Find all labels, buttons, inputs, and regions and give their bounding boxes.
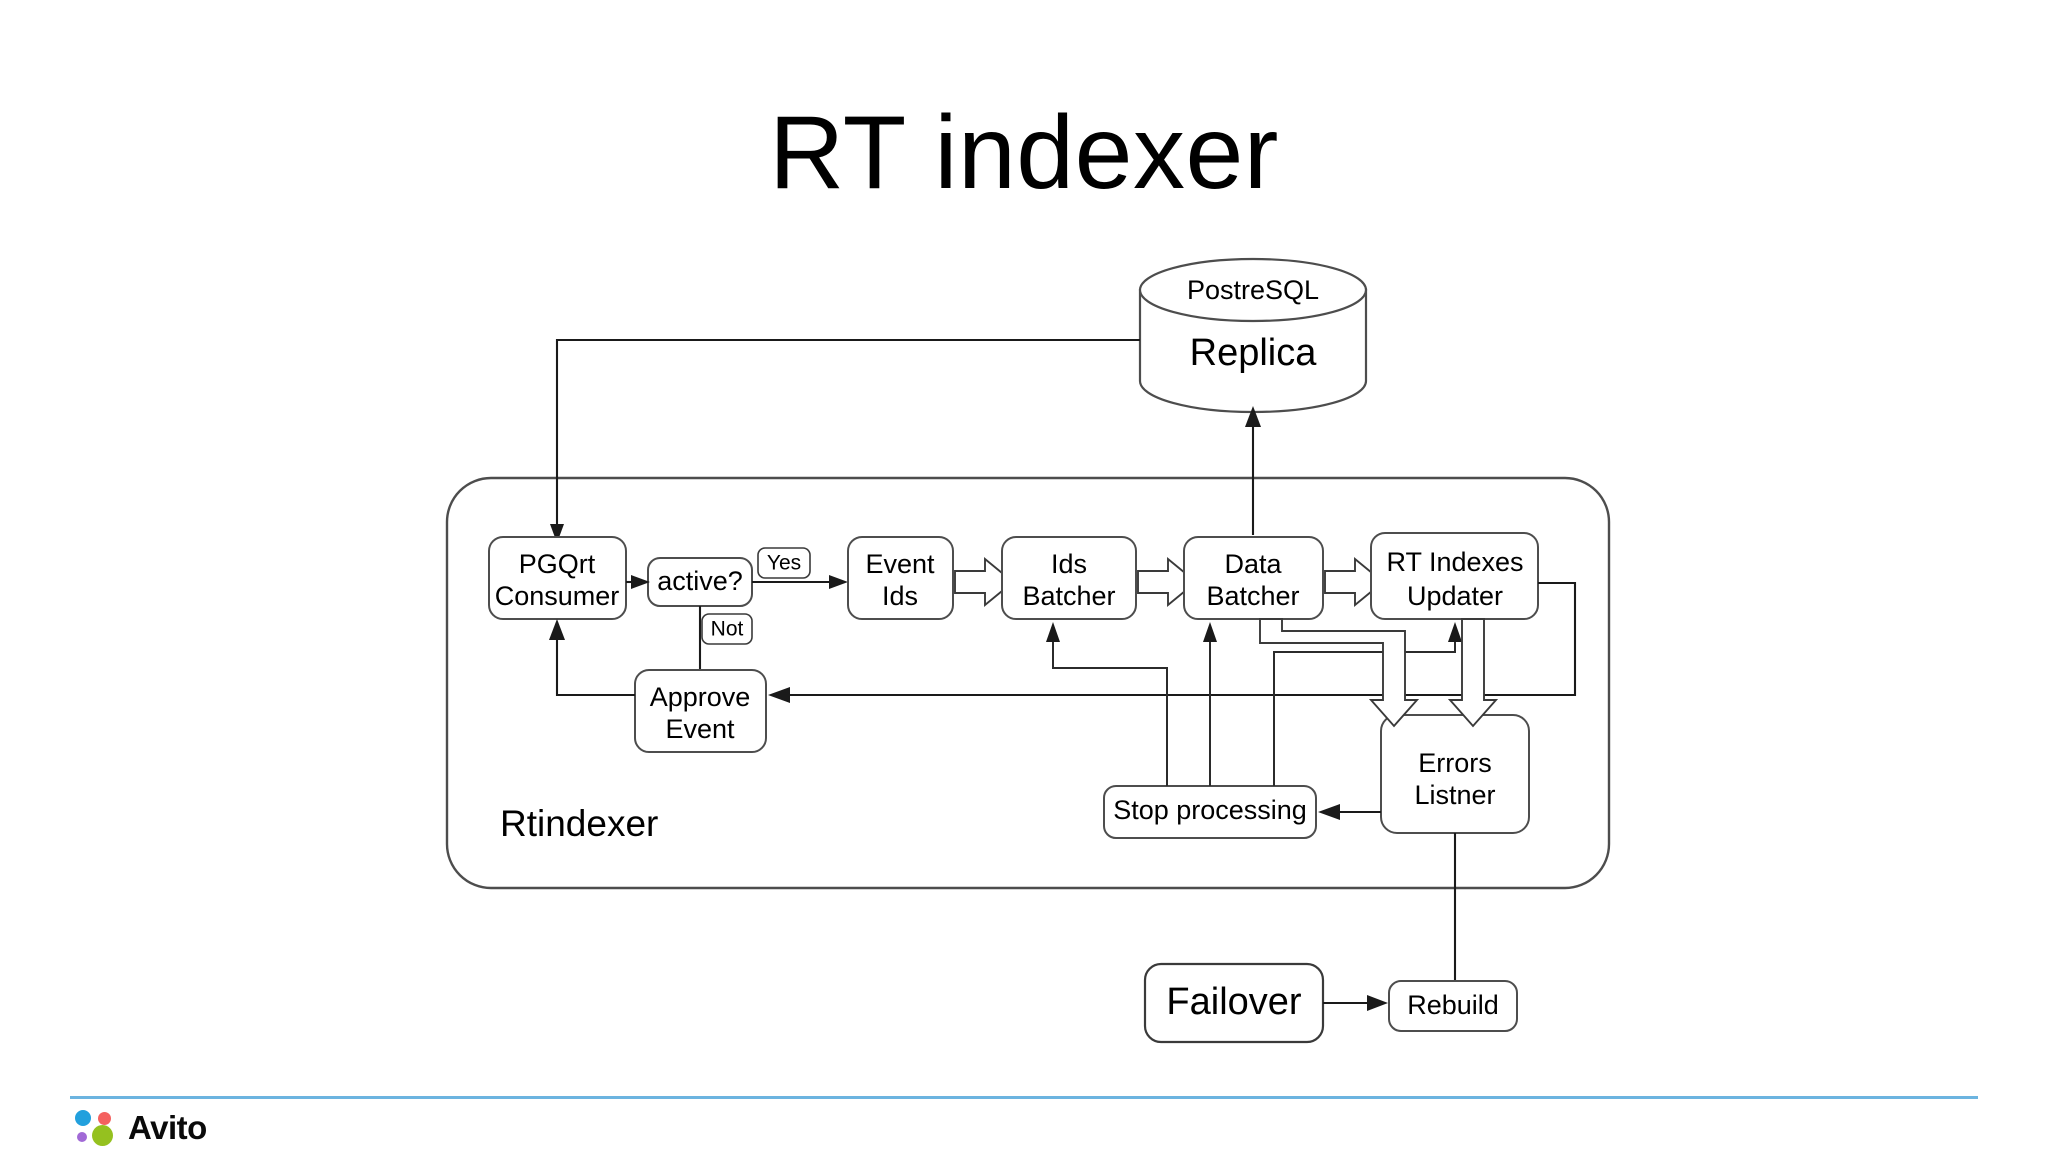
edge-approve-event-to-pgqrt-consumer <box>549 619 635 697</box>
edge-active-yes-to-event-ids: Yes <box>752 547 848 589</box>
node-label-line1: active? <box>657 566 743 596</box>
node-stop-processing[interactable]: Stop processing <box>1103 785 1317 839</box>
block-arrow-data-batcher-to-rt-indexes-updater <box>1324 556 1385 608</box>
node-errors-listner[interactable]: Errors Listner <box>1380 714 1530 834</box>
brand-logo: Avito <box>74 1108 207 1148</box>
node-label-line1: Stop processing <box>1113 795 1307 825</box>
block-arrow-data-batcher-to-errors-listner <box>1259 618 1420 728</box>
node-approve-event[interactable]: Approve Event <box>634 669 767 753</box>
edge-label-not: Not <box>711 618 744 641</box>
block-arrow-ids-batcher-to-data-batcher <box>1137 556 1198 608</box>
avito-dots-icon <box>74 1108 118 1148</box>
node-active-decision[interactable]: active? <box>647 557 753 607</box>
logo-dot-red-icon <box>98 1112 111 1125</box>
logo-dot-blue-icon <box>75 1110 91 1126</box>
node-label-line1: PGQrt <box>519 549 596 579</box>
logo-dot-green-icon <box>92 1125 113 1146</box>
edge-replica-to-pgqrt-consumer <box>550 338 1140 543</box>
block-arrow-event-ids-to-ids-batcher <box>954 556 1015 608</box>
node-label-line2: Updater <box>1407 581 1503 611</box>
edge-label-yes: Yes <box>767 552 801 575</box>
edge-pgqrt-to-active <box>626 575 650 589</box>
footer-divider <box>70 1096 1978 1099</box>
node-label-line1: Approve <box>650 682 751 712</box>
node-label-line2: Event <box>665 714 735 744</box>
node-label-line2: Listner <box>1414 780 1495 810</box>
node-failover[interactable]: Failover <box>1143 962 1325 1044</box>
datastore-postresql-replica: PostreSQL Replica <box>1138 257 1368 414</box>
edge-label-not-box <box>701 613 753 645</box>
node-label-line1: Data <box>1224 549 1282 579</box>
edge-failover-to-rebuild <box>1323 995 1388 1011</box>
edge-data-batcher-to-replica <box>1245 406 1261 535</box>
node-event-ids[interactable]: Event Ids <box>847 536 954 620</box>
group-container-rtindexer <box>445 476 1611 890</box>
edge-label-yes-box <box>757 547 811 579</box>
node-rt-indexes-updater[interactable]: RT Indexes Updater <box>1370 532 1539 620</box>
edge-stop-processing-to-rt-indexes-updater <box>1273 622 1462 786</box>
edge-stop-processing-to-data-batcher <box>1203 622 1217 786</box>
logo-dot-purple-icon <box>77 1132 87 1142</box>
group-container-label: Rtindexer <box>500 803 658 844</box>
node-label-line2: Batcher <box>1206 581 1299 611</box>
edge-rt-indexes-updater-to-approve-event <box>768 581 1577 703</box>
node-ids-batcher[interactable]: Ids Batcher <box>1001 536 1137 620</box>
node-data-batcher[interactable]: Data Batcher <box>1183 536 1324 620</box>
node-label-line2: Consumer <box>495 581 620 611</box>
node-label-line2: Ids <box>882 581 918 611</box>
datastore-body-label: Replica <box>1190 332 1318 374</box>
node-label-line1: Rebuild <box>1407 990 1499 1020</box>
node-pgqrt-consumer[interactable]: PGQrt Consumer <box>488 536 627 620</box>
block-arrow-rt-indexes-updater-to-errors-listner <box>1447 618 1499 728</box>
edge-errors-listner-to-rebuild <box>1447 833 1463 1002</box>
datastore-top-label: PostreSQL <box>1187 275 1319 305</box>
node-label-line1: RT Indexes <box>1386 547 1523 577</box>
edge-stop-processing-to-ids-batcher <box>1046 622 1168 786</box>
page-title: RT indexer <box>769 95 1279 211</box>
node-label-line1: Errors <box>1418 748 1492 778</box>
edge-errors-listner-to-stop-processing <box>1318 804 1381 820</box>
node-rebuild[interactable]: Rebuild <box>1388 980 1518 1032</box>
node-label-line1: Failover <box>1166 981 1301 1023</box>
node-label-line1: Event <box>865 549 935 579</box>
brand-name: Avito <box>128 1109 207 1146</box>
node-label-line2: Batcher <box>1022 581 1115 611</box>
node-label-line1: Ids <box>1051 549 1087 579</box>
